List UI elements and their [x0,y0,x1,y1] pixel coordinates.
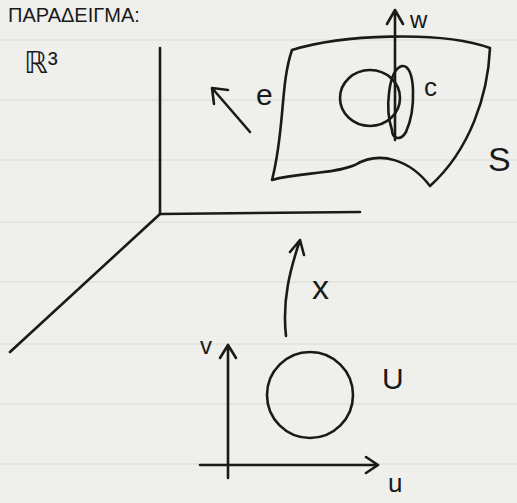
math-label: x [312,270,329,304]
math-label: e [256,80,273,110]
x-axis [10,214,160,352]
y-axis [160,212,360,214]
math-label: c [424,74,437,100]
math-label: S [488,142,511,176]
vector-e [212,88,250,132]
u-axis [200,457,378,473]
domain-u [267,352,353,438]
v-axis [220,345,236,478]
math-label: U [382,364,404,394]
normal-w [387,10,403,140]
math-label: u [388,470,402,496]
math-label: w [410,8,427,32]
notebook-lines [0,40,517,464]
z-axis [159,48,162,214]
math-label: v [200,334,212,358]
curve-c [388,66,413,138]
heading: ΠΑΡΑΔΕΙΓΜΑ: [8,4,140,27]
surface-s [272,36,490,186]
math-label: ℝ³ [24,48,58,78]
map-arrow [285,240,304,336]
